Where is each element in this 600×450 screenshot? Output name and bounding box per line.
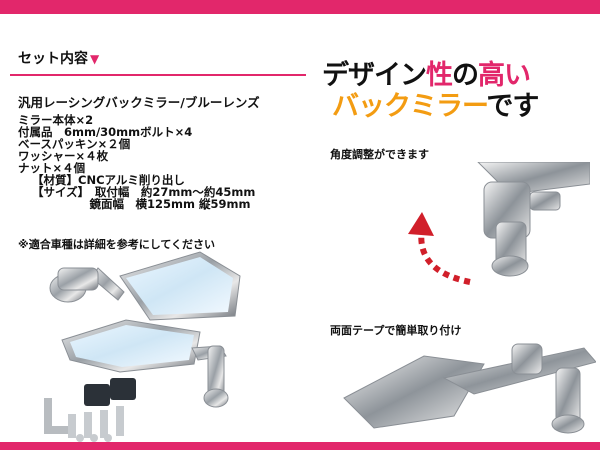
mirror-mount-photo xyxy=(408,162,590,285)
spec-item: 【サイズ】 取付幅 約27mm～約45mm xyxy=(32,185,256,199)
spec-item: ベースパッキン×２個 xyxy=(18,137,131,151)
spec-item: 付属品 6mm/30mmボルト×4 xyxy=(18,125,193,139)
top-accent-band xyxy=(0,0,600,14)
mirror-mount-photo xyxy=(343,343,596,434)
product-name: 汎用レーシングバックミラー/ブルーレンズ xyxy=(18,95,260,110)
bolt-kit-photo xyxy=(44,378,136,442)
spec-item: 鏡面幅 横125mm 縦59mm xyxy=(32,197,251,211)
spec-list: ミラー本体×2 付属品 6mm/30mmボルト×4 ベースパッキン×２個 ワッシ… xyxy=(18,114,318,210)
headline: デザイン性の高い バックミラーです xyxy=(322,60,539,122)
triangle-down-icon: ▼ xyxy=(90,52,100,66)
spec-item: 【材質】CNCアルミ削り出し xyxy=(32,173,185,187)
section-title: セット内容▼ xyxy=(18,51,100,67)
tape-caption: 両面テープで簡単取り付け xyxy=(330,324,462,337)
spec-item: ワッシャー×４枚 xyxy=(18,149,109,163)
angle-arrow-icon xyxy=(408,212,471,285)
fitment-note: ※適合車種は詳細を参考にしてください xyxy=(18,238,216,251)
title-underline xyxy=(10,74,306,76)
bottom-accent-band xyxy=(0,442,600,450)
mirror-photo xyxy=(44,251,241,442)
angle-caption: 角度調整ができます xyxy=(330,148,429,161)
spec-item: ナット×４個 xyxy=(18,161,86,175)
spec-item: ミラー本体×2 xyxy=(18,113,94,127)
